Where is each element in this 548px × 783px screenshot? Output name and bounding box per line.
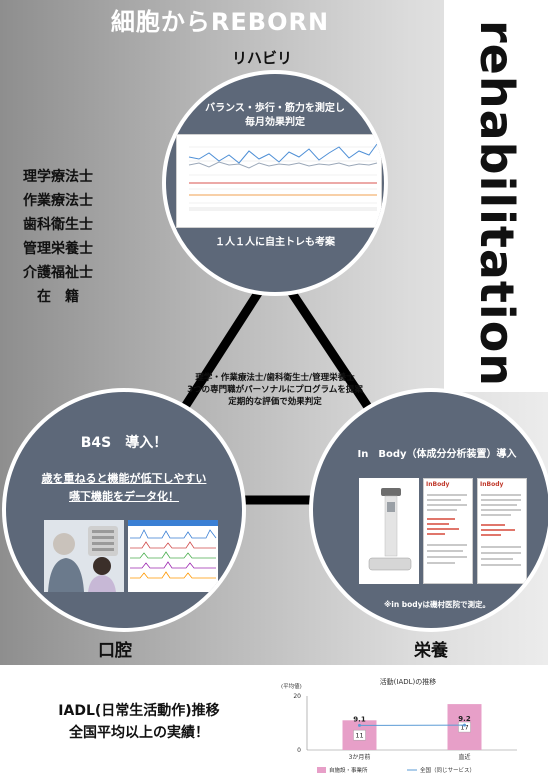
rehab-graph	[176, 134, 382, 228]
staff-list: 理学療法士 作業療法士 歯科衛生士 管理栄養士 介護福祉士 在 籍	[8, 165, 108, 309]
iadl-national-point	[358, 723, 361, 727]
oral-data-svg	[128, 520, 218, 592]
iadl-summary-line2: 全国平均以上の実績！	[69, 725, 209, 741]
vertical-word-rehabilitation: rehabilitation	[470, 20, 524, 388]
iadl-summary-line1: IADL(日常生活動作)推移	[58, 703, 220, 719]
iadl-bar-value-label: 11	[355, 732, 363, 740]
oral-line1: 歳を重ねると機能が低下しやすい	[41, 472, 207, 485]
iadl-legend-line-label: 全国（同じサービス）	[420, 766, 475, 774]
inbody-brand-2: InBody	[480, 481, 504, 488]
oral-circle: B4S 導入！ 歳を重ねると機能が低下しやすい 嚥下機能をデータ化！	[2, 388, 246, 632]
inbody-note: ※in bodyは磯村医院で測定。	[383, 600, 491, 609]
staff-item: 在 籍	[37, 289, 79, 305]
oral-photo	[44, 520, 124, 592]
oral-line2: 嚥下機能をデータ化！	[69, 490, 179, 503]
inbody-device-svg	[359, 478, 419, 584]
center-text: 理学・作業療法士/歯科衛生士/管理栄養士 3つの専門職がパーソナルにプログラムを…	[187, 373, 363, 407]
iadl-chart-title: 活動(IADL)の推移	[380, 677, 437, 686]
oral-data-chart	[128, 520, 218, 592]
inbody-report-2: InBody	[477, 478, 527, 584]
rehab-label: リハビリ	[232, 49, 293, 67]
nutrition-label: 栄養	[414, 641, 448, 661]
staff-item: 歯科衛生士	[23, 217, 93, 233]
main-title: 細胞からREBORN	[110, 8, 330, 36]
rehab-circle: バランス・歩行・筋力を測定し 毎月効果判定 １人１人に自主トレも考案	[162, 70, 388, 296]
iadl-national-value-label: 9.2	[458, 715, 471, 723]
iadl-national-point	[463, 723, 466, 727]
inbody-report-1-svg	[427, 494, 467, 564]
rehab-caption-bottom: １人１人に自主トレも考案	[215, 237, 335, 248]
rehab-caption-top: バランス・歩行・筋力を測定し 毎月効果判定	[205, 103, 345, 128]
inbody-brand-1: InBody	[426, 481, 450, 488]
nutrition-heading: In Body（体成分分析装置）導入	[357, 449, 517, 460]
iadl-bar-label-bg	[458, 721, 471, 733]
iadl-bar-label-bg	[353, 729, 366, 741]
oral-label: 口腔	[98, 641, 132, 661]
staff-item: 管理栄養士	[23, 241, 93, 257]
iadl-chart-ylabel: (平均値)	[281, 682, 302, 690]
iadl-y-tick-label: 20	[293, 693, 301, 700]
iadl-chart-bg	[277, 672, 539, 780]
staff-item: 理学療法士	[23, 169, 93, 185]
iadl-chart: 活動(IADL)の推移 (平均値) 0 20 11 17 9.1 9.2 3か月前 直近自施設・事…	[277, 672, 539, 780]
iadl-summary: IADL(日常生活動作)推移 全国平均以上の実績！	[24, 700, 254, 744]
staff-item: 作業療法士	[23, 193, 93, 209]
nutrition-circle: In Body（体成分分析装置）導入 InBody	[309, 388, 548, 632]
iadl-national-value-label: 9.1	[353, 715, 366, 723]
inbody-device-photo	[359, 478, 419, 584]
rehab-graph-svg	[177, 135, 381, 227]
iadl-bar-value-label: 17	[460, 724, 468, 732]
iadl-x-tick-label: 直近	[458, 753, 470, 761]
oral-heading: B4S 導入！	[80, 435, 168, 451]
iadl-x-tick-label: 3か月前	[349, 753, 371, 761]
inbody-report-2-svg	[481, 494, 521, 566]
iadl-legend-bar-label: 自施設・事業所	[329, 766, 368, 774]
inbody-report-1: InBody	[423, 478, 473, 584]
iadl-chart-svg: 活動(IADL)の推移 (平均値) 0 20 11 17 9.1 9.2 3か月前 直近自施設・事…	[277, 672, 539, 780]
iadl-y-tick-label: 0	[297, 747, 301, 754]
oral-photo-svg	[44, 520, 124, 592]
vertical-panel	[444, 0, 548, 392]
staff-item: 介護福祉士	[23, 265, 93, 281]
iadl-legend-bar-swatch	[317, 767, 326, 773]
